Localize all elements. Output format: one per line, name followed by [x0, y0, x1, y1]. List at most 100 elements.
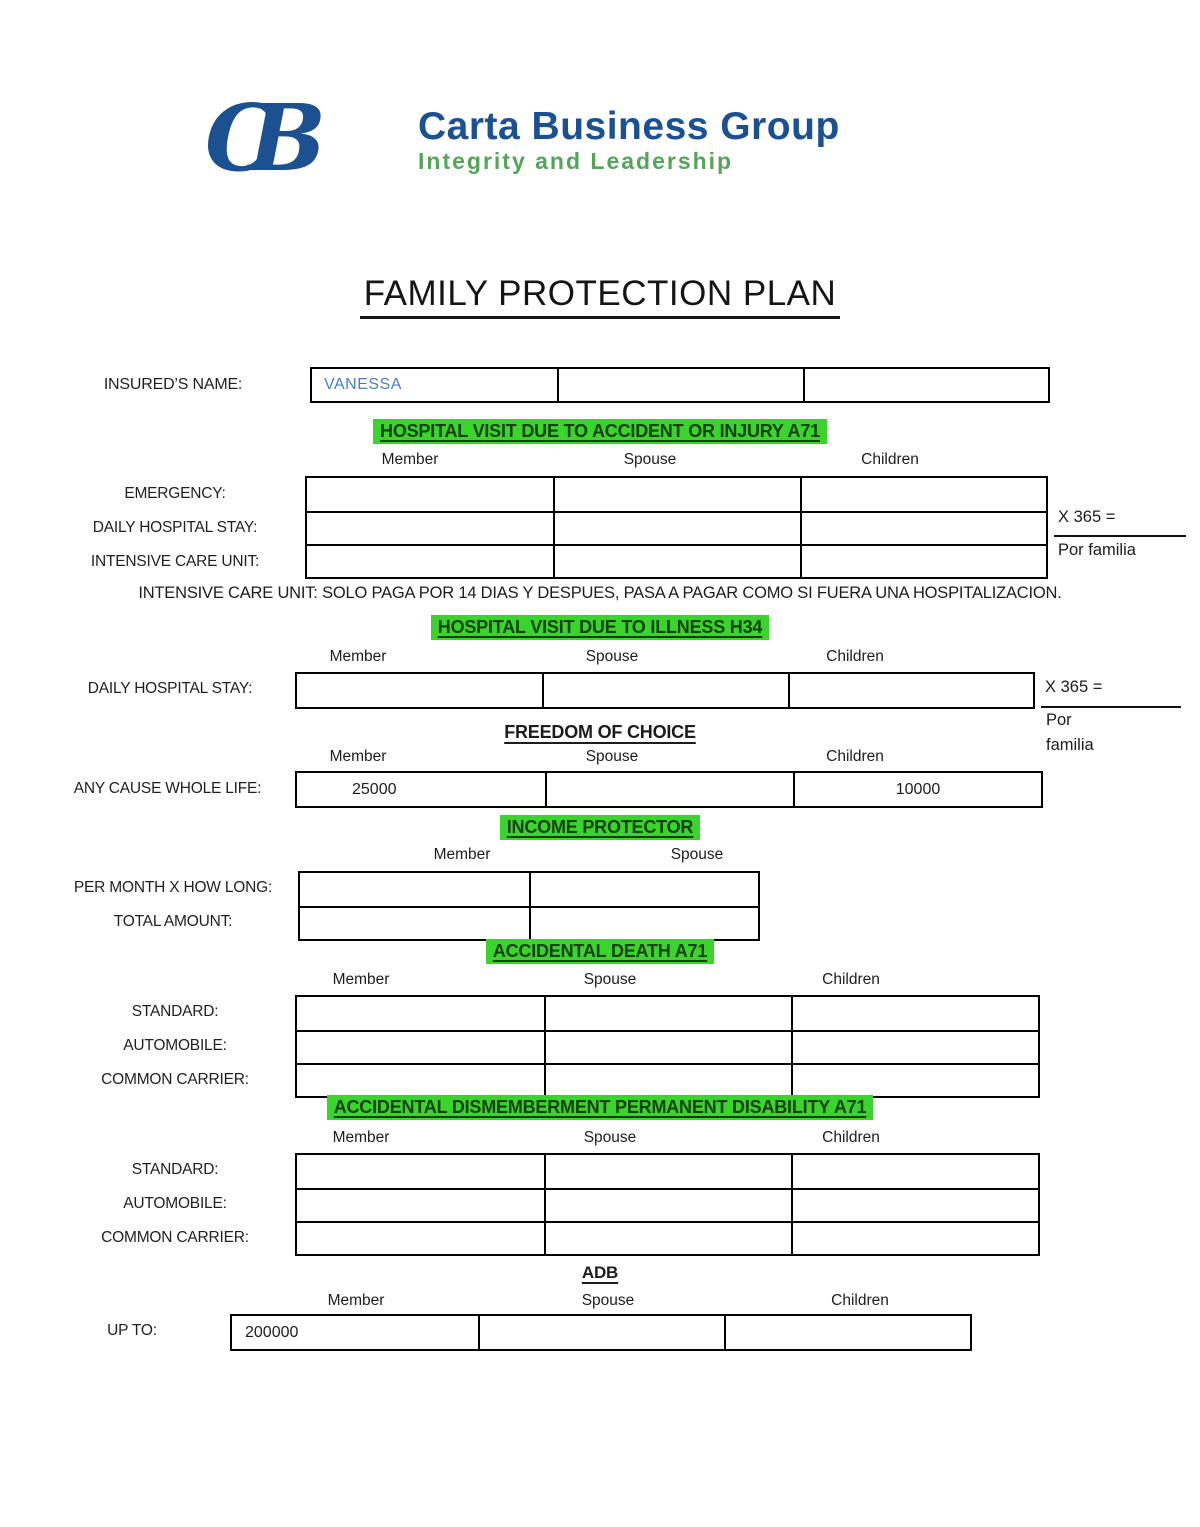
column-header-member: Member [329, 648, 387, 665]
cell-whole-life-children[interactable]: 10000 [793, 773, 1041, 806]
accident-table [305, 476, 1048, 579]
row-label-daily-hospital-stay: DAILY HOSPITAL STAY: [92, 519, 258, 536]
cell-dis-carrier-spouse[interactable] [544, 1221, 791, 1254]
row-label-emergency: EMERGENCY: [124, 485, 226, 502]
column-header-spouse: Spouse [581, 1292, 635, 1309]
row-label-automobile: AUTOMOBILE: [123, 1195, 227, 1212]
insured-cell-2[interactable] [557, 369, 802, 401]
column-header-member: Member [433, 846, 491, 863]
brand-tagline: Integrity and Leadership [418, 148, 734, 174]
illness-annotation-divider [1041, 706, 1181, 708]
illness-familia-annotation: familia [1046, 736, 1094, 754]
section-heading-accidental-death: ACCIDENTAL DEATH A71 [0, 939, 1200, 964]
freedom-table: 25000 10000 [295, 771, 1043, 808]
row-label-automobile: AUTOMOBILE: [123, 1037, 227, 1054]
row-label-standard: STANDARD: [131, 1161, 219, 1178]
cell-illness-member[interactable] [297, 674, 542, 707]
cell-emergency-spouse[interactable] [553, 478, 799, 511]
adb-table: 200000 [230, 1314, 972, 1351]
brand-monogram-cb-icon: CB [205, 88, 326, 192]
cell-ad-automobile-spouse[interactable] [544, 1030, 791, 1063]
cell-dhs-children[interactable] [799, 511, 1046, 544]
icu-note: INTENSIVE CARE UNIT: SOLO PAGA POR 14 DI… [138, 584, 1062, 602]
cell-icu-member[interactable] [307, 544, 554, 577]
row-label-intensive-care-unit: INTENSIVE CARE UNIT: [90, 553, 260, 570]
cell-dis-carrier-children[interactable] [791, 1221, 1038, 1254]
illness-table [295, 672, 1035, 709]
cell-total-amount-member[interactable] [300, 906, 529, 939]
row-label-up-to: UP TO: [107, 1322, 157, 1339]
cell-dis-standard-member[interactable] [297, 1155, 544, 1188]
cell-ad-standard-member[interactable] [297, 997, 544, 1030]
column-header-children: Children [822, 971, 880, 988]
illness-por-annotation: Por [1046, 711, 1072, 729]
section-heading-freedom: FREEDOM OF CHOICE [504, 722, 696, 742]
row-label-common-carrier: COMMON CARRIER: [101, 1071, 249, 1088]
section-heading-accident: HOSPITAL VISIT DUE TO ACCIDENT OR INJURY… [0, 419, 1200, 444]
cell-illness-spouse[interactable] [542, 674, 787, 707]
row-label-standard: STANDARD: [131, 1003, 219, 1020]
cell-ad-carrier-spouse[interactable] [544, 1063, 791, 1096]
cell-ad-carrier-member[interactable] [297, 1063, 544, 1096]
row-label-daily-hospital-stay: DAILY HOSPITAL STAY: [87, 680, 253, 697]
row-label-per-month-how-long: PER MONTH X HOW LONG: [73, 879, 273, 896]
column-header-children: Children [831, 1292, 889, 1309]
cell-ad-automobile-children[interactable] [791, 1030, 1038, 1063]
column-header-member: Member [329, 748, 387, 765]
cell-whole-life-spouse[interactable] [545, 773, 793, 806]
cell-emergency-children[interactable] [799, 478, 1046, 511]
column-header-children: Children [826, 648, 884, 665]
insured-name-table: VANESSA [310, 367, 1050, 403]
cell-dis-automobile-children[interactable] [791, 1188, 1038, 1221]
dismemberment-table [295, 1153, 1040, 1256]
cell-emergency-member[interactable] [307, 478, 553, 511]
cell-icu-children[interactable] [799, 544, 1046, 577]
column-header-spouse: Spouse [623, 451, 677, 468]
cell-illness-children[interactable] [787, 674, 1033, 707]
column-header-member: Member [332, 1129, 390, 1146]
cell-adb-member[interactable]: 200000 [245, 1323, 299, 1341]
section-heading-adb: ADB [581, 1263, 619, 1282]
brand-text: Carta Business Group Integrity and Leade… [418, 88, 840, 175]
accidental-death-table [295, 995, 1040, 1098]
cell-dis-standard-spouse[interactable] [544, 1155, 791, 1188]
cell-dhs-spouse[interactable] [553, 511, 800, 544]
cell-ad-standard-children[interactable] [791, 997, 1038, 1030]
accident-annotation-divider [1054, 535, 1186, 537]
cell-dhs-member[interactable] [307, 511, 554, 544]
insured-name-cell[interactable]: VANESSA [324, 376, 402, 393]
row-label-common-carrier: COMMON CARRIER: [101, 1229, 249, 1246]
column-header-spouse: Spouse [670, 846, 724, 863]
cell-dis-automobile-member[interactable] [297, 1188, 544, 1221]
column-header-spouse: Spouse [583, 971, 637, 988]
column-header-children: Children [822, 1129, 880, 1146]
column-header-member: Member [381, 451, 439, 468]
cell-per-month-member[interactable] [300, 873, 529, 906]
row-label-total-amount: TOTAL AMOUNT: [113, 913, 233, 930]
insured-cell-3[interactable] [802, 369, 1048, 401]
column-header-spouse: Spouse [585, 748, 639, 765]
cell-ad-standard-spouse[interactable] [544, 997, 791, 1030]
accident-x365-annotation: X 365 = [1058, 508, 1116, 526]
cell-ad-automobile-member[interactable] [297, 1030, 544, 1063]
cell-per-month-spouse[interactable] [529, 873, 758, 906]
cell-dis-carrier-member[interactable] [297, 1221, 544, 1254]
accident-por-familia-annotation: Por familia [1058, 541, 1136, 559]
cell-dis-automobile-spouse[interactable] [544, 1188, 791, 1221]
column-header-spouse: Spouse [583, 1129, 637, 1146]
cell-adb-spouse[interactable] [478, 1316, 724, 1349]
column-header-member: Member [332, 971, 390, 988]
cell-ad-carrier-children[interactable] [791, 1063, 1038, 1096]
cell-total-amount-spouse[interactable] [529, 906, 758, 939]
cell-icu-spouse[interactable] [553, 544, 800, 577]
brand-name: Carta Business Group [418, 105, 840, 148]
section-heading-income: INCOME PROTECTOR [0, 815, 1200, 840]
cell-adb-children[interactable] [724, 1316, 970, 1349]
cell-dis-standard-children[interactable] [791, 1155, 1038, 1188]
section-heading-dismemberment: ACCIDENTAL DISMEMBERMENT PERMANENT DISAB… [0, 1095, 1200, 1120]
brand-logo: CB Carta Business Group Integrity and Le… [205, 88, 840, 196]
cell-whole-life-member[interactable]: 25000 [352, 780, 397, 798]
illness-x365-annotation: X 365 = [1045, 678, 1103, 696]
row-label-any-cause-whole-life: ANY CAUSE WHOLE LIFE: [73, 780, 262, 797]
